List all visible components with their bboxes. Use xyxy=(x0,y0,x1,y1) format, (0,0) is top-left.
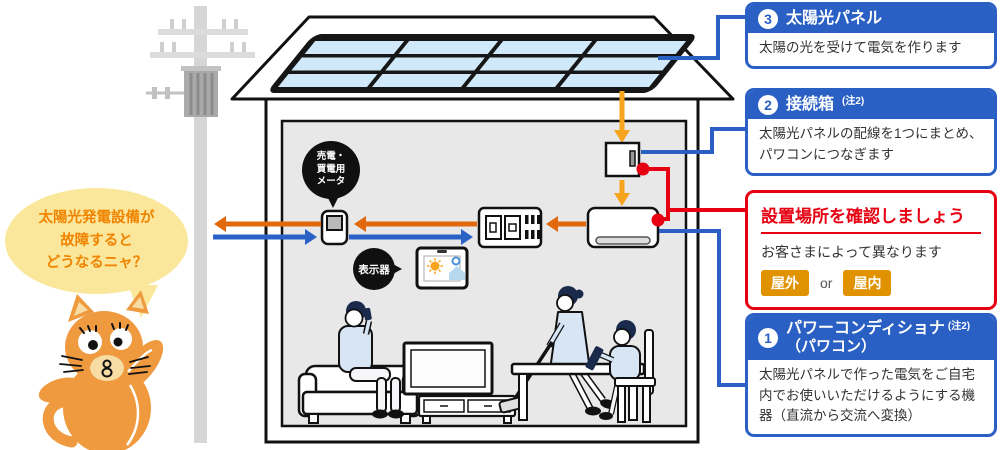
meter-label-line: 買電用 xyxy=(316,163,346,175)
buy-flow-arrows xyxy=(213,229,473,245)
cat-speech-bubble: 太陽光発電設備が 故障すると どうなるニャ？ xyxy=(5,188,188,294)
placement-title: 設置場所を確認しましょう xyxy=(761,202,981,234)
speech-line: 太陽光発電設備が xyxy=(38,210,155,227)
meter-label: 売電・ 買電用 メータ xyxy=(302,141,360,199)
callout-solar-panel-header: 3 太陽光パネル xyxy=(748,5,994,33)
callout-power-conditioner-note: (注2) xyxy=(947,321,971,332)
callout-solar-panel: 3 太陽光パネル 太陽の光を受けて電気を作ります xyxy=(745,2,997,69)
callout-connectors xyxy=(636,15,746,387)
callout-junction-box: 2 接続箱 (注2) 太陽光パネルの配線を1つにまとめ、パワコンにつなぎます xyxy=(745,88,997,176)
weather-icon xyxy=(427,256,465,280)
callout-junction-box-note: (注2) xyxy=(842,96,865,107)
cat-whiskers xyxy=(59,355,151,375)
display-device xyxy=(415,246,469,290)
sell-flow-arrows xyxy=(214,216,586,232)
callout-power-conditioner-subtitle: （パワコン） xyxy=(786,338,877,356)
solar-panel xyxy=(270,34,695,93)
placement-badges: 屋外 or 屋内 xyxy=(761,270,981,296)
callout-junction-box-title: 接続箱 xyxy=(786,95,835,113)
callout-power-conditioner: 1 パワーコンディショナ (注2) （パワコン） 太陽光パネルで作った電気をご自… xyxy=(745,313,997,438)
step-number-3: 3 xyxy=(758,9,778,29)
man-legs xyxy=(349,367,404,419)
badge-conjunction: or xyxy=(820,275,833,291)
junction-box-device xyxy=(604,141,641,178)
pole-transformer xyxy=(146,66,221,117)
meter-label-tail xyxy=(327,196,339,208)
display-label-text: 表示器 xyxy=(358,263,390,276)
cat-character xyxy=(38,275,164,450)
utility-pole xyxy=(146,6,255,443)
placement-body: お客さまによって異なります xyxy=(761,244,942,260)
badge-outdoor: 屋外 xyxy=(761,270,809,296)
meter-label-line: メータ xyxy=(316,176,346,188)
callout-solar-panel-body: 太陽の光を受けて電気を作ります xyxy=(759,40,962,55)
display-label-tail xyxy=(391,263,402,275)
display-label: 表示器 xyxy=(353,248,395,290)
connector-solar-panel xyxy=(658,15,746,60)
callout-solar-panel-title: 太陽光パネル xyxy=(786,9,883,27)
phone xyxy=(363,307,372,321)
callout-power-conditioner-header: 1 パワーコンディショナ (注2) （パワコン） xyxy=(748,316,994,360)
tablet xyxy=(585,346,604,371)
callout-power-conditioner-body: 太陽光パネルで作った電気をご自宅内でお使いいただけるようにする機器（直流から交流… xyxy=(759,366,976,424)
meter-device xyxy=(320,209,349,246)
callout-junction-box-body: 太陽光パネルの配線を1つにまとめ、パワコンにつなぎます xyxy=(759,126,983,162)
badge-indoor: 屋内 xyxy=(843,270,892,296)
boy-with-tablet xyxy=(585,320,656,423)
tv xyxy=(402,341,494,398)
cat-eyes xyxy=(78,322,132,354)
distribution-board-device xyxy=(477,206,543,249)
speech-line: どうなるニャ？ xyxy=(45,255,148,272)
cat-tail xyxy=(42,396,78,448)
placement-dot-junction-box xyxy=(636,162,650,176)
step-number-1: 1 xyxy=(758,327,778,348)
callout-junction-box-header: 2 接続箱 (注2) xyxy=(748,91,994,119)
tv-board xyxy=(417,394,517,424)
power-conditioner-device xyxy=(586,206,660,249)
step-number-2: 2 xyxy=(758,95,778,115)
connector-power-conditioner xyxy=(659,229,746,387)
connector-junction-box xyxy=(641,127,746,154)
meter-label-line: 売電・ xyxy=(316,151,346,163)
living-room xyxy=(297,286,656,424)
speech-line: 故障すると xyxy=(60,232,133,249)
callout-power-conditioner-title: パワーコンディショナ xyxy=(786,320,945,337)
callout-placement: 設置場所を確認しましょう お客さまによって異なります 屋外 or 屋内 xyxy=(745,190,997,310)
dc-flow-arrows xyxy=(614,91,630,206)
placement-dot-power-conditioner xyxy=(651,213,665,227)
